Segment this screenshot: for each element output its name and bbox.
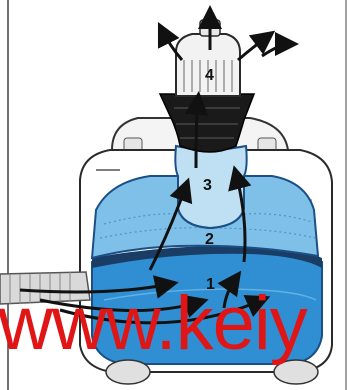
arrow-exhaust-far-right (262, 44, 290, 56)
zone-label-2: 2 (205, 232, 214, 248)
zone-label-4: 4 (205, 68, 214, 84)
zone-label-3: 3 (203, 178, 212, 194)
watermark-text: www.keiy (0, 286, 348, 362)
